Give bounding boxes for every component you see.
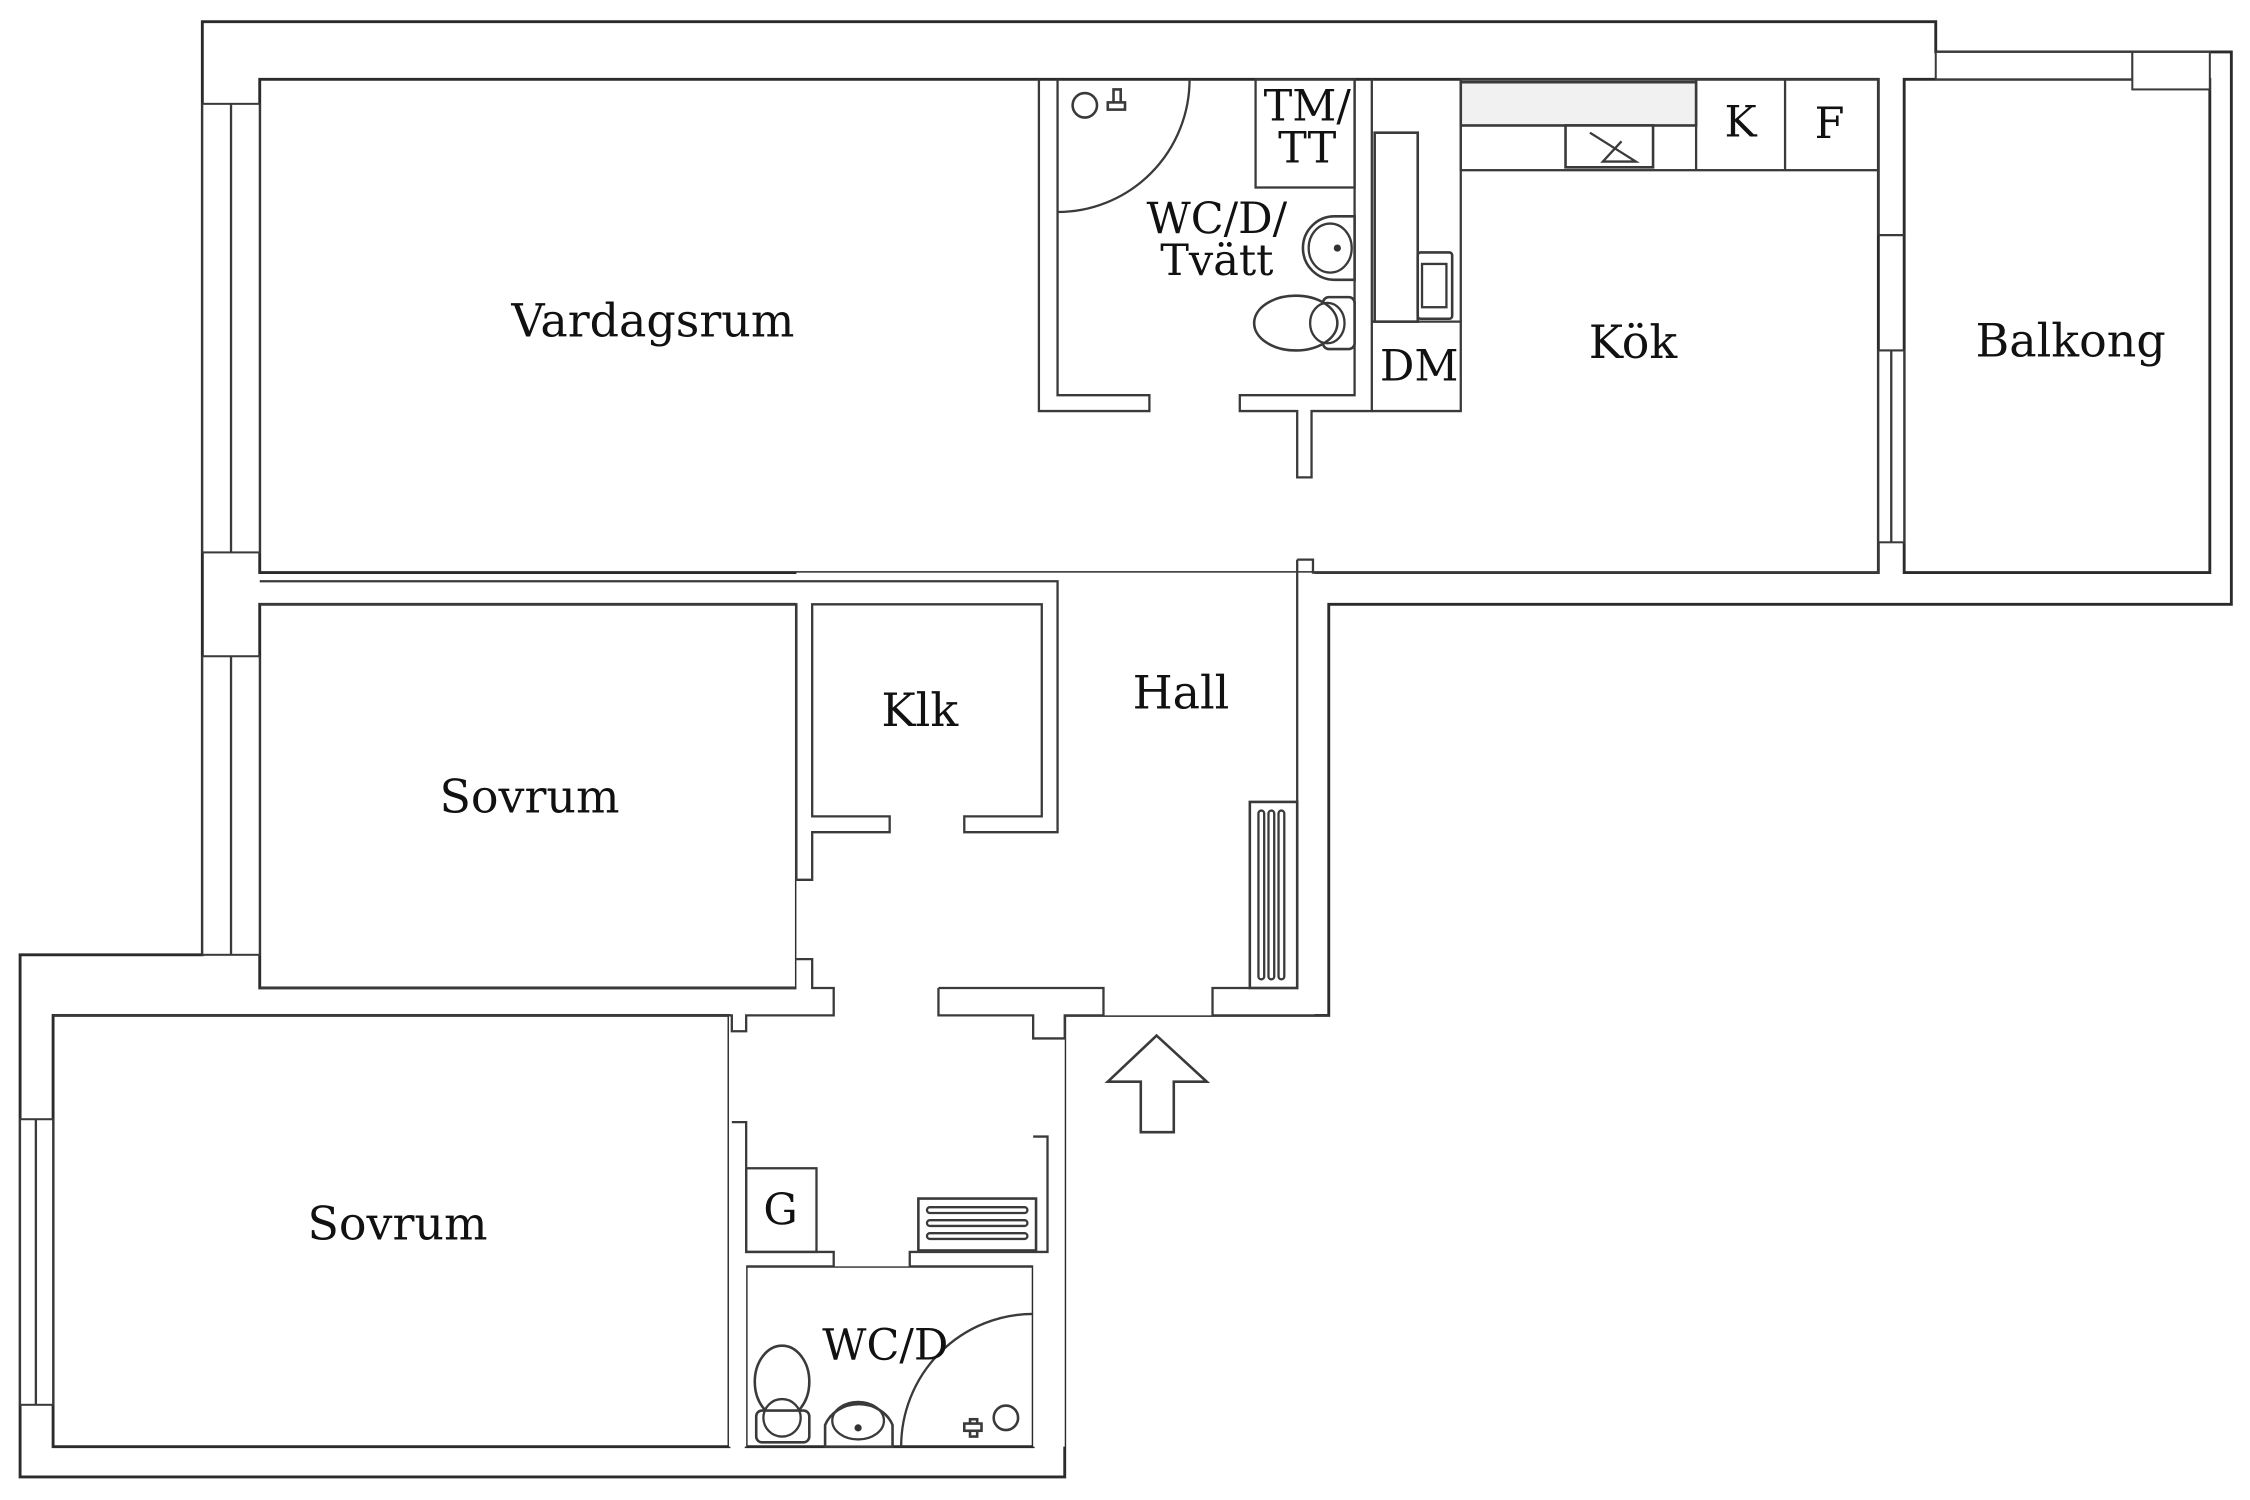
interior-core [728, 572, 1315, 1447]
room-label-sovrum-1: Sovrum [439, 769, 619, 823]
window-balkong-top [1934, 50, 2134, 81]
balkong-post [2131, 50, 2211, 91]
toilet-icon-2 [753, 1344, 811, 1444]
radiator-icon-2 [917, 1197, 1038, 1252]
wall-bath1 [1037, 79, 1151, 413]
room-label-tm2: TT [1278, 123, 1336, 173]
wall-bath1-right [1238, 79, 1373, 479]
shower-icon-2 [900, 1312, 1034, 1447]
room-label-klk: Klk [881, 683, 959, 737]
room-label-balkong: Balkong [1976, 314, 2166, 368]
room-label-k: K [1725, 97, 1758, 147]
g-closet [745, 1167, 818, 1254]
radiator-icon [1248, 800, 1299, 990]
room-label-wc-tvatt-1: WC/D/ [1147, 194, 1288, 244]
toilet-icon [1252, 294, 1356, 352]
kitchen-hood [1564, 124, 1655, 169]
tm-tt-closet [1254, 78, 1356, 189]
room-label-wc-d: WC/D [822, 1320, 948, 1370]
sink-icon-2 [823, 1400, 894, 1448]
room-label-vardagsrum: Vardagsrum [510, 293, 794, 347]
sink-icon [1301, 215, 1356, 282]
room-label-dm: DM [1380, 341, 1459, 391]
kitchen-sink [1416, 251, 1454, 321]
room-label-f: F [1815, 99, 1845, 149]
room-label-hall: Hall [1133, 666, 1230, 720]
room-label-g: G [763, 1185, 797, 1235]
room-label-wc-tvatt-2: Tvätt [1160, 236, 1273, 286]
kitchen-hood-lines [1589, 131, 1640, 163]
kitchen-counter-upper [1459, 80, 1698, 127]
wall-hall-south [937, 986, 1105, 1040]
room-label-sovrum-2: Sovrum [307, 1196, 487, 1250]
wall-sovrum-door-jamb [53, 957, 835, 1033]
wall-lower-bath-right [908, 1135, 1049, 1268]
room-label-kok: Kök [1589, 315, 1679, 369]
kitchen-sink-basin [1420, 262, 1448, 309]
kitchen-island [1373, 131, 1420, 323]
wall-vardagsrum-south [259, 580, 1059, 881]
arrow-up-icon [1104, 1033, 1211, 1134]
room-label-tm1: TM/ [1264, 82, 1352, 132]
shower-icon [1057, 79, 1191, 214]
